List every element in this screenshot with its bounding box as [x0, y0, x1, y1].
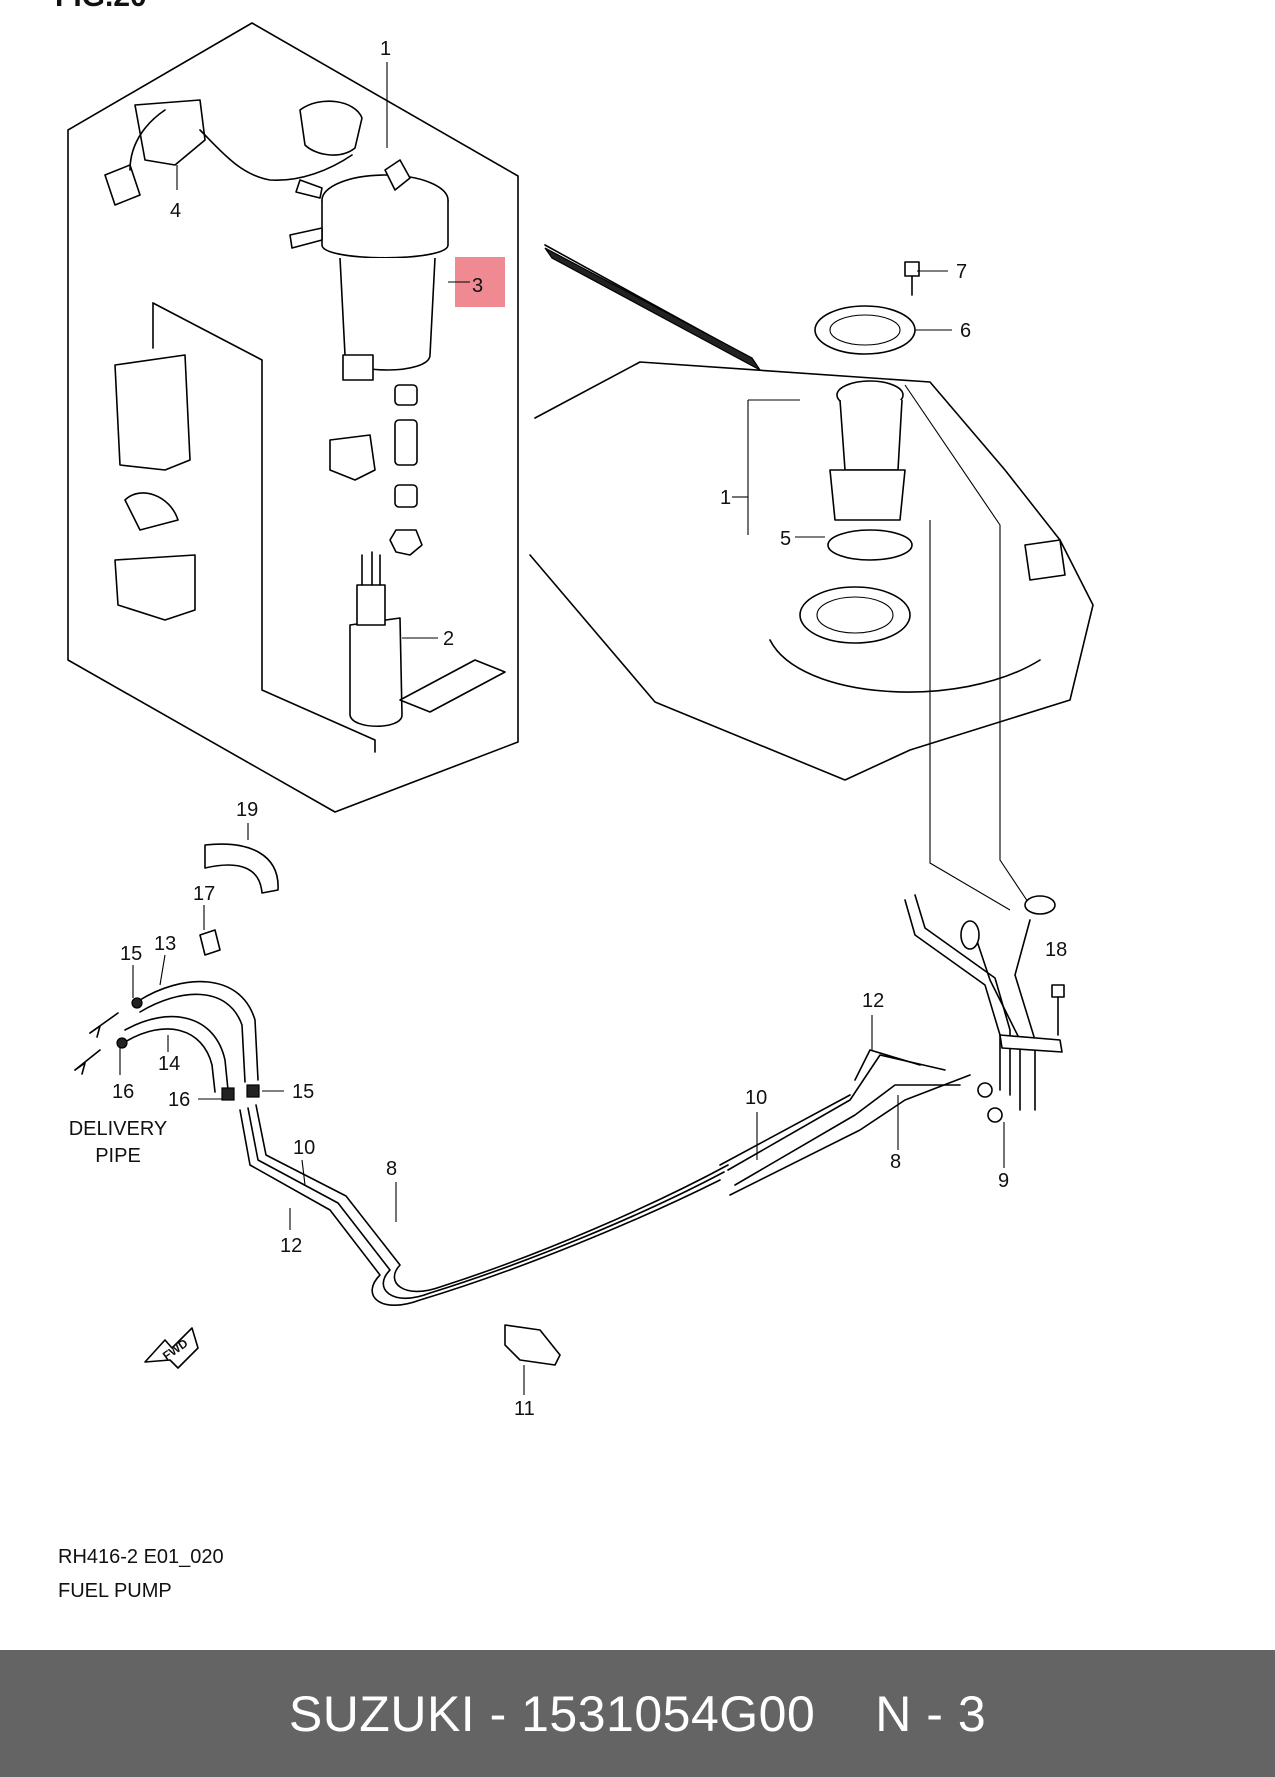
delivery-pipe-line2: PIPE: [95, 1145, 141, 1167]
quantity-label: N - 3: [875, 1685, 987, 1742]
leader-lines: [119, 270, 1005, 1395]
callout-13: 13: [154, 933, 176, 955]
bolt-18[interactable]: [1051, 984, 1065, 1036]
callout-labels: 1 3 4 2 7 6 1 5 19 17 15 13 14 16 16 15 …: [112, 38, 1067, 1420]
fuel-tank: [529, 244, 1094, 781]
fuel-gauge-sender-4[interactable]: [104, 99, 363, 206]
clamp-11[interactable]: [504, 1324, 561, 1366]
callout-16-mid: 16: [168, 1089, 190, 1111]
part-number-label: SUZUKI - 1531054G00: [288, 1685, 816, 1742]
callout-19: 19: [236, 799, 258, 821]
pump-assembly-box: [67, 22, 519, 813]
fuel-pipes-8-10-12[interactable]: [239, 1049, 971, 1306]
callout-3: 3: [472, 275, 483, 297]
callout-12-right: 12: [862, 990, 884, 1012]
hose-19[interactable]: [204, 843, 279, 894]
callout-1: 1: [380, 38, 391, 60]
callout-6: 6: [960, 320, 971, 342]
callout-10-right: 10: [745, 1087, 767, 1109]
figure-label: FIG.20: [55, 0, 147, 13]
fuel-filter-3[interactable]: [289, 159, 449, 381]
filter-seal-stack: [329, 384, 423, 556]
pump-bracket-parts: [114, 354, 196, 621]
delivery-arrows: [74, 1012, 119, 1075]
gasket-5[interactable]: [827, 529, 913, 561]
pipe-bundle-right[interactable]: [904, 894, 1063, 1123]
callout-7: 7: [956, 261, 967, 283]
drawing-title: FUEL PUMP: [58, 1580, 172, 1602]
callout-5: 5: [780, 528, 791, 550]
callout-15-top: 15: [120, 943, 142, 965]
callout-8-right: 8: [890, 1151, 901, 1173]
bolt-7[interactable]: [904, 261, 920, 296]
clip-17[interactable]: [199, 929, 221, 956]
callout-2: 2: [443, 628, 454, 650]
callout-16-left: 16: [112, 1081, 134, 1103]
callout-4: 4: [170, 200, 181, 222]
callout-10-left: 10: [293, 1137, 315, 1159]
callout-11: 11: [514, 1398, 535, 1420]
delivery-pipe-line1: DELIVERY: [69, 1118, 168, 1140]
callout-14: 14: [158, 1053, 180, 1075]
callout-1-installed: 1: [720, 487, 731, 509]
fuel-pump-motor-2[interactable]: [349, 551, 506, 727]
hose-13[interactable]: [139, 980, 259, 1083]
callout-9: 9: [998, 1170, 1009, 1192]
drawing-code: RH416-2 E01_020: [58, 1546, 224, 1568]
pump-assembly-installed-1[interactable]: [747, 380, 906, 535]
callout-8-left: 8: [386, 1158, 397, 1180]
part-footer-bar: SUZUKI - 1531054G00 N - 3: [0, 1650, 1275, 1777]
retainer-ring-6[interactable]: [814, 305, 916, 355]
hose-14[interactable]: [124, 1015, 229, 1093]
clamps-15-16[interactable]: [116, 997, 260, 1101]
parts-diagram: FIG.20: [55, 0, 1094, 1602]
callout-12-left: 12: [280, 1235, 302, 1257]
callout-15-bottom: 15: [292, 1081, 314, 1103]
fwd-arrow-icon: FWD: [144, 1327, 199, 1369]
callout-18: 18: [1045, 939, 1067, 961]
callout-17: 17: [193, 883, 215, 905]
